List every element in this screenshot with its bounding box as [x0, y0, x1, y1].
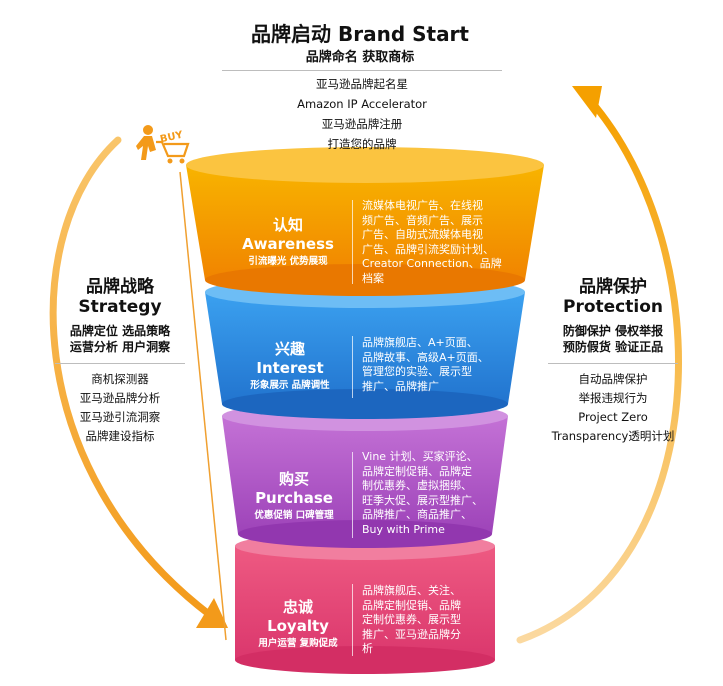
protection-panel: 品牌保护 Protection 防御保护 侵权举报 预防假货 验证正品 自动品牌… [528, 272, 698, 446]
desc-line: Buy with Prime [362, 522, 445, 536]
stage-awareness-label: 认知 Awareness 引流曝光 优势展现 [232, 214, 344, 267]
desc-line: 广告、品牌引流奖励计划、 [362, 242, 494, 256]
desc-line: 推广、亚马逊品牌分 [362, 627, 461, 641]
protection-item: Transparency透明计划 [551, 429, 675, 443]
brand-start-item: 亚马逊品牌起名星 [316, 77, 408, 91]
stage-en: Purchase [255, 489, 333, 507]
desc-line: 频广告、音频广告、展示 [362, 213, 483, 227]
stage-cn: 购买 [278, 470, 309, 488]
strategy-item: 品牌建设指标 [85, 429, 155, 443]
stage-purchase-label: 购买 Purchase 优惠促销 口碑管理 [244, 468, 344, 521]
brand-start-item: 打造您的品牌 [327, 137, 397, 151]
stage-separator [352, 336, 353, 398]
desc-line: 管理您的实验、展示型 [362, 365, 472, 378]
stage-awareness-desc: 流媒体电视广告、在线视 频广告、音频广告、展示 广告、自助式流媒体电视 广告、品… [362, 199, 532, 286]
desc-line: 品牌旗舰店、关注、 [362, 584, 461, 597]
stage-purchase-desc: Vine 计划、买家评论、 品牌定制促销、品牌定 制优惠券、虚拟捆绑、 旺季大促… [362, 450, 512, 537]
protection-subtitle-1: 防御保护 侵权举报 [562, 324, 664, 338]
strategy-item: 亚马逊品牌分析 [79, 391, 161, 405]
desc-line: 档案 [362, 271, 384, 285]
stage-loyalty-label: 忠诚 Loyalty 用户运营 复购促成 [248, 596, 348, 649]
strategy-item: 亚马逊引流洞察 [79, 410, 161, 424]
stage-en: Awareness [242, 235, 334, 253]
protection-item: Project Zero [578, 410, 648, 424]
desc-line: 品牌定制促销、品牌定 [362, 464, 472, 478]
protection-title-en: Protection [563, 297, 663, 317]
stage-en: Interest [256, 359, 324, 377]
protection-divider [548, 363, 678, 364]
stage-cn: 兴趣 [274, 340, 305, 358]
desc-line: Creator Connection、品牌 [362, 257, 502, 270]
strategy-title-en: Strategy [78, 297, 162, 317]
desc-line: 品牌定制促销、品牌 [362, 598, 461, 612]
brand-start-item: Amazon IP Accelerator [297, 97, 427, 111]
stage-separator [352, 200, 353, 284]
protection-item: 自动品牌保护 [578, 372, 648, 386]
brand-start-item: 亚马逊品牌注册 [321, 117, 403, 131]
brand-start-subtitle: 品牌命名 获取商标 [305, 50, 415, 65]
desc-line: 析 [362, 642, 373, 655]
protection-item: 举报违规行为 [578, 391, 648, 405]
desc-line: 旺季大促、展示型推广、 [362, 493, 483, 507]
strategy-subtitle-2: 运营分析 用户洞察 [69, 340, 171, 354]
strategy-divider [55, 363, 185, 364]
desc-line: 品牌旗舰店、A+页面、 [362, 336, 478, 349]
desc-line: 品牌故事、高级A+页面、 [362, 350, 489, 364]
desc-line: 品牌推广、商品推广、 [362, 508, 472, 521]
cart-connector-line [179, 171, 227, 641]
stage-sub: 优惠促销 口碑管理 [254, 510, 334, 521]
brand-start-divider [222, 70, 502, 71]
stage-sub: 用户运营 复购促成 [258, 638, 338, 649]
right-cycle-arrow [516, 86, 683, 644]
protection-subtitle-2: 预防假货 验证正品 [562, 340, 664, 354]
desc-line: Vine 计划、买家评论、 [362, 450, 478, 463]
stage-sub: 形象展示 品牌调性 [250, 380, 330, 391]
brand-start-list: 亚马逊品牌起名星 Amazon IP Accelerator 亚马逊品牌注册 打… [222, 74, 502, 154]
shopping-cart-person-icon [136, 125, 190, 164]
stage-cn: 认知 [272, 216, 303, 234]
desc-line: 流媒体电视广告、在线视 [362, 199, 483, 212]
strategy-subtitle-1: 品牌定位 选品策略 [69, 324, 171, 338]
funnel-layer-awareness [186, 147, 544, 296]
desc-line: 制优惠券、虚拟捆绑、 [362, 479, 472, 492]
stage-interest-label: 兴趣 Interest 形象展示 品牌调性 [240, 338, 340, 391]
strategy-item: 商机探测器 [91, 372, 149, 386]
stage-cn: 忠诚 [282, 598, 313, 616]
strategy-title-cn: 品牌战略 [86, 277, 154, 297]
desc-line: 广告、自助式流媒体电视 [362, 228, 483, 241]
stage-en: Loyalty [267, 617, 329, 635]
stage-separator [352, 584, 353, 656]
desc-line: 推广、品牌推广 [362, 379, 439, 393]
stage-interest-desc: 品牌旗舰店、A+页面、 品牌故事、高级A+页面、 管理您的实验、展示型 推广、品… [362, 336, 522, 394]
left-cycle-arrow [49, 136, 228, 628]
brand-start-title: 品牌启动 Brand Start [251, 22, 469, 46]
stage-separator [352, 452, 353, 538]
desc-line: 定制优惠券、展示型 [362, 613, 461, 626]
stage-loyalty-desc: 品牌旗舰店、关注、 品牌定制促销、品牌 定制优惠券、展示型 推广、亚马逊品牌分 … [362, 584, 492, 657]
strategy-panel: 品牌战略 Strategy 品牌定位 选品策略 运营分析 用户洞察 商机探测器 … [45, 272, 195, 446]
stage-sub: 引流曝光 优势展现 [248, 256, 328, 267]
protection-title-cn: 品牌保护 [579, 277, 647, 297]
